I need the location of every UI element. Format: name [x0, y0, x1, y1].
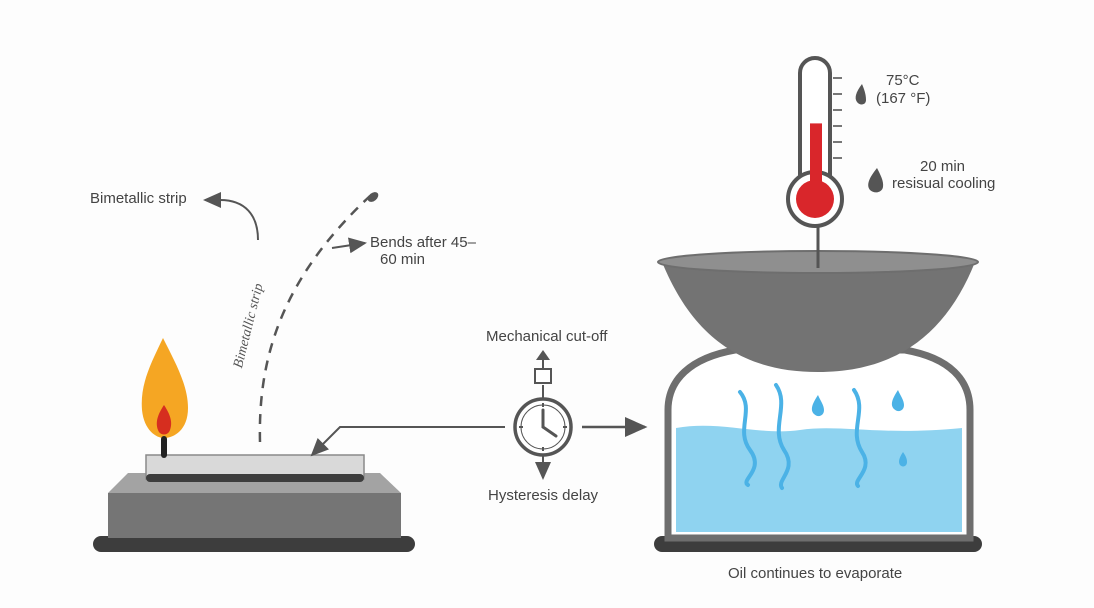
strip-label-arrow [203, 192, 259, 241]
clock-to-strip-arrow [310, 426, 505, 457]
hysteresis-delay-label: Hysteresis delay [488, 487, 599, 504]
bending-path [258, 195, 371, 443]
droplet-icon [891, 390, 904, 412]
droplet-icon [811, 395, 824, 417]
cooling-label: resisual cooling [892, 175, 996, 192]
bends-arrow [331, 237, 367, 254]
burner-base [93, 454, 415, 552]
strip-tip [367, 192, 379, 202]
droplet-icon [868, 168, 884, 193]
bimetallic-strip-shadow [146, 474, 364, 482]
temperature-f-label: (167 °F) [876, 90, 931, 107]
cutoff-switch-icon [534, 350, 552, 398]
cooling-time-label: 20 min [920, 158, 966, 175]
burner-body [108, 493, 401, 538]
steam-lines [738, 383, 868, 490]
bowl-body [662, 262, 975, 372]
water [676, 425, 962, 532]
droplet-icon [855, 84, 866, 105]
mechanical-cutoff-label: Mechanical cut-off [486, 328, 608, 345]
flame-icon [141, 338, 188, 458]
temperature-c-label: 75°C [886, 72, 920, 89]
bends-after-label-1: Bends after 45– [370, 234, 476, 251]
pot-stand [654, 346, 982, 552]
oil-evaporate-label: Oil continues to evaporate [728, 565, 903, 582]
bends-after-label-2: 60 min [380, 251, 426, 268]
bimetallic-strip-label: Bimetallic strip [90, 190, 187, 207]
thermometer-icon [786, 56, 844, 268]
clock-icon [513, 397, 573, 457]
burner-foot [93, 536, 415, 552]
droplet-icon [899, 452, 907, 467]
